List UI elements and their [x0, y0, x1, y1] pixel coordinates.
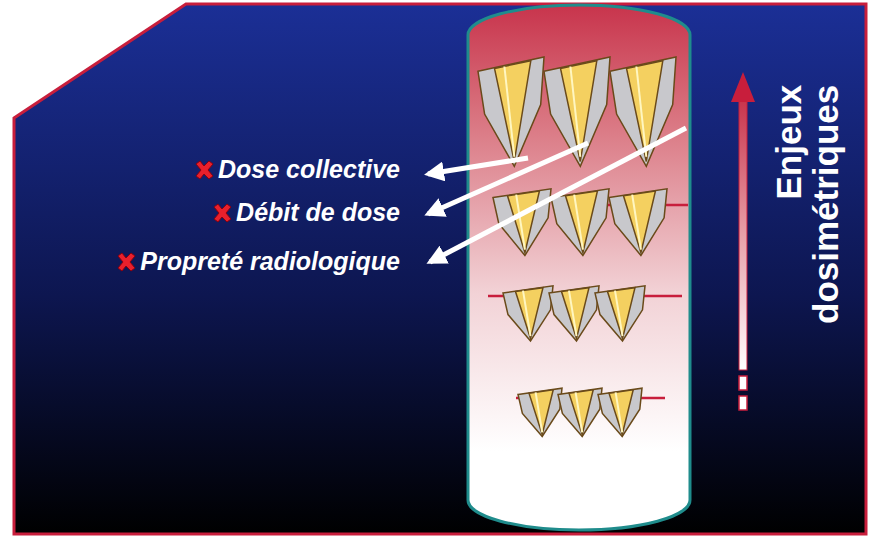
vessel	[468, 5, 690, 530]
callout-label: Débit de dose	[211, 198, 400, 227]
cross-icon	[211, 202, 233, 224]
label-text: Débit de dose	[236, 198, 400, 227]
background-panel	[14, 4, 866, 534]
axis-text: Enjeux dosimétriques	[769, 85, 845, 324]
label-text: Propreté radiologique	[140, 247, 400, 276]
axis-label: Enjeux dosimétriques	[771, 85, 845, 415]
cross-icon	[193, 159, 215, 181]
label-text: Dose collective	[218, 155, 400, 184]
callout-label: Dose collective	[193, 155, 400, 184]
callout-label: Propreté radiologique	[115, 247, 400, 276]
scale-arrow	[731, 72, 755, 410]
leader-arrows	[428, 128, 686, 262]
fuel-baskets	[478, 57, 676, 437]
cross-icon	[115, 251, 137, 273]
